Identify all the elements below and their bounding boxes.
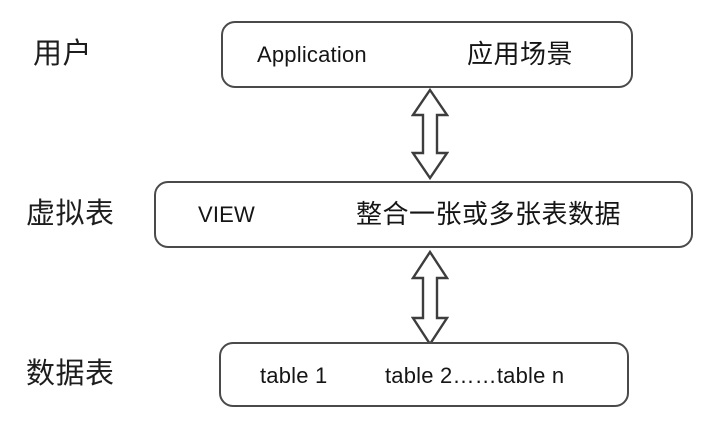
connector-user-view-arrow <box>411 88 449 180</box>
cell-view: VIEW <box>198 202 256 227</box>
row-label-virtual-table: 虚拟表 <box>26 198 115 230</box>
cell-table-1: table 1 <box>260 363 328 388</box>
cell-view-description: 整合一张或多张表数据 <box>356 199 622 229</box>
cell-application: Application <box>257 42 367 67</box>
node-box-view[interactable]: VIEW 整合一张或多张表数据 <box>154 181 693 248</box>
node-box-tables[interactable]: table 1 table 2……table n <box>219 342 629 407</box>
row-label-user: 用户 <box>33 38 93 70</box>
cell-table-n: table 2……table n <box>385 363 565 388</box>
node-box-application[interactable]: Application 应用场景 <box>221 21 633 88</box>
cell-application-scenario: 应用场景 <box>467 39 574 69</box>
connector-view-table-arrow <box>411 250 449 346</box>
row-label-data-table: 数据表 <box>26 358 115 390</box>
